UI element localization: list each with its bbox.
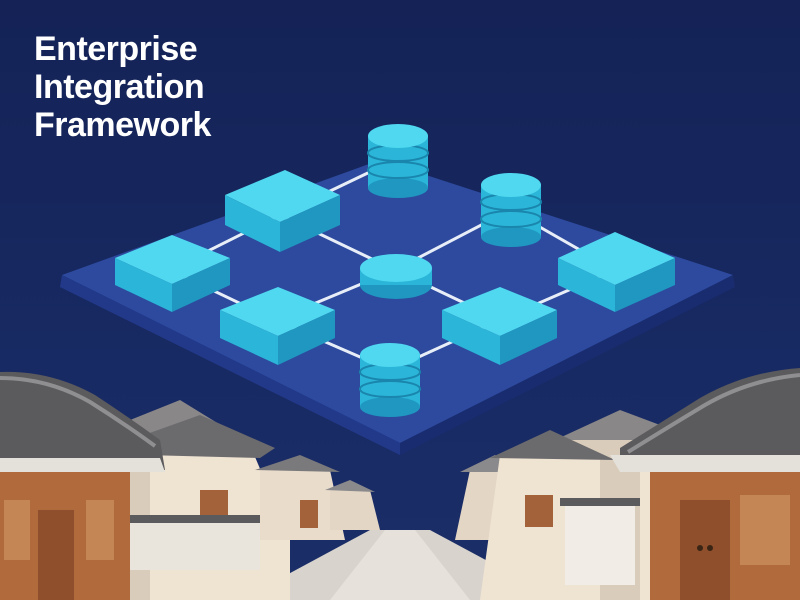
platform-side-right (400, 275, 735, 455)
database-icon (368, 124, 428, 148)
platform-side-left (60, 275, 400, 455)
left-hanok-eave (0, 458, 165, 472)
database-bottom (359, 343, 421, 417)
server-block-top-left (225, 170, 340, 252)
right-mid-houses (455, 430, 640, 600)
database-icon (481, 173, 541, 197)
right-hanok-door (680, 500, 730, 600)
right-hanok-door-knob-right (707, 545, 713, 551)
server-block-icon (220, 287, 335, 336)
left-fence (120, 520, 260, 570)
left-fence-cap (120, 515, 260, 523)
left-house-3-wall (330, 490, 380, 530)
server-block-right (558, 232, 675, 312)
left-hanok-roof-ridge (0, 376, 157, 448)
server-block-center-left (220, 287, 335, 365)
headline-line-3: Framework (34, 106, 211, 144)
left-hanok-roof (0, 371, 165, 470)
database-top (367, 124, 429, 198)
server-block-icon (225, 170, 340, 222)
server-block-center-right (442, 287, 557, 365)
right-house-2-window (525, 495, 553, 527)
left-hanok-lattice-2 (4, 500, 30, 560)
right-hanok-house (610, 368, 800, 600)
right-hanok-door-knob-left (697, 545, 703, 551)
platform-top (62, 160, 733, 443)
headline-line-2: Integration (34, 68, 205, 106)
right-house-2-roof (490, 430, 615, 460)
hub-node-icon (360, 254, 432, 282)
left-house-2-window (300, 500, 318, 528)
street-center (330, 530, 470, 600)
right-gate-cap (560, 498, 640, 506)
right-gate (565, 505, 635, 585)
left-hanok-house (0, 371, 165, 600)
right-hanok-roof (620, 368, 800, 470)
database-right (480, 173, 542, 247)
server-block-left (115, 235, 230, 312)
server-block-icon (442, 287, 557, 336)
right-hanok-eave (610, 455, 800, 472)
left-mid-houses (120, 415, 380, 600)
server-block-icon (558, 232, 675, 285)
right-hanok-roof-ridge (626, 373, 800, 454)
server-block-icon (115, 235, 230, 284)
left-house-roof (130, 415, 275, 458)
hub-node (360, 254, 432, 299)
headline: Enterprise Integration Framework (34, 30, 354, 144)
left-house-2-roof (255, 455, 340, 472)
headline-line-1: Enterprise (34, 30, 198, 68)
database-icon (360, 343, 420, 367)
right-hanok-lattice (740, 495, 790, 565)
left-hanok-lattice (86, 500, 114, 560)
left-house-3-roof (325, 480, 375, 492)
left-hanok-door (38, 510, 74, 600)
